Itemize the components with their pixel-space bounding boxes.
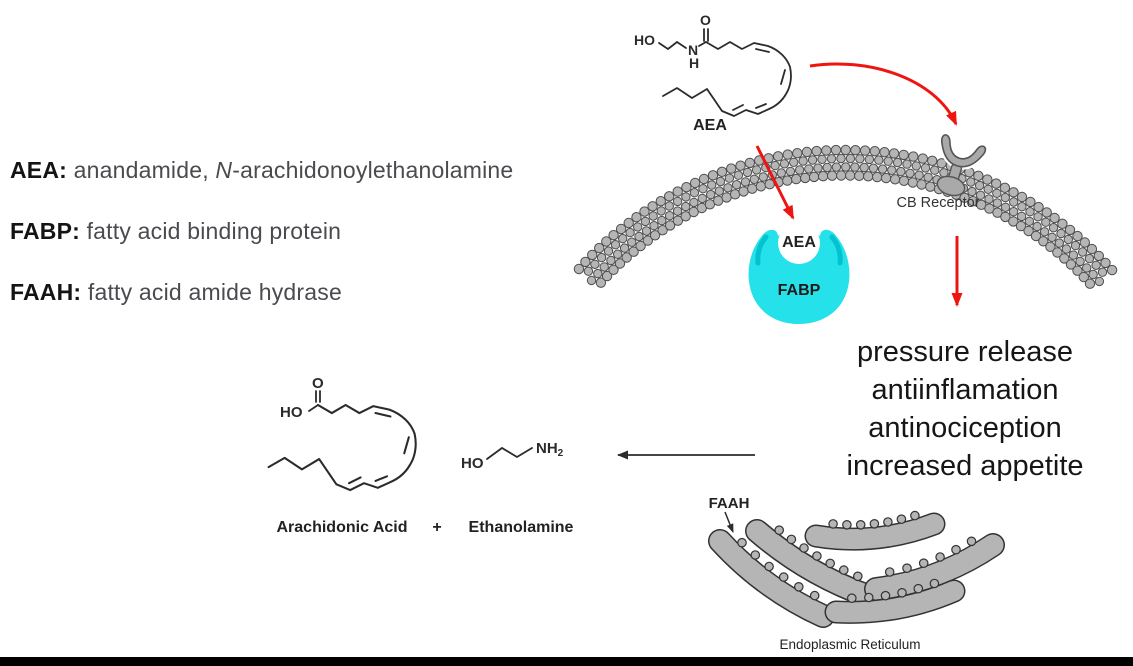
definition-fabp: FABP: fatty acid binding protein xyxy=(10,218,341,245)
arachidonic-acid-structure xyxy=(267,390,417,492)
aea-to-fabp-arrow xyxy=(755,145,795,220)
effect-item: antiinflamation xyxy=(871,374,1059,406)
ethanolamine-structure xyxy=(486,446,533,460)
fabp-binding-pocket xyxy=(778,222,820,264)
definition-aea-desc: anandamide, N-arachidonoylethanolamine xyxy=(73,157,514,183)
faah-pointer-arrow xyxy=(724,511,734,533)
definition-aea: AEA: anandamide, N-arachidonoylethanolam… xyxy=(10,157,513,184)
fabp-cargo-label: AEA xyxy=(782,234,816,251)
aea-h-label: H xyxy=(689,55,700,71)
aa-ho-label: HO xyxy=(280,404,303,421)
definition-faah-desc: fatty acid amide hydrase xyxy=(87,279,342,305)
aea-o-label: O xyxy=(700,12,711,28)
effect-item: pressure release xyxy=(857,336,1073,368)
definition-faah: FAAH: fatty acid amide hydrase xyxy=(10,279,342,306)
cb-receptor-shape xyxy=(936,131,989,197)
effects-list: pressure release antiinflamation antinoc… xyxy=(810,333,1120,485)
arachidonic-acid-label: Arachidonic Acid xyxy=(276,519,408,536)
aea-to-receptor-arrow xyxy=(809,62,958,126)
fabp-protein-label: FABP xyxy=(777,282,821,299)
cb-receptor-label: CB Receptor xyxy=(896,195,980,211)
faah-label: FAAH xyxy=(708,495,750,512)
eth-ho-label: HO xyxy=(461,455,484,472)
plus-sign: + xyxy=(432,519,442,536)
aea-ho-label: HO xyxy=(634,32,655,48)
definition-aea-term: AEA: xyxy=(10,157,68,183)
aa-o-label: O xyxy=(312,375,324,392)
aea-structure-label: AEA xyxy=(693,117,727,134)
eth-nh2-label: NH2 xyxy=(536,440,564,459)
bottom-black-bar xyxy=(0,657,1133,666)
definition-fabp-term: FABP: xyxy=(10,218,80,244)
fabp-blob xyxy=(748,222,850,324)
effect-item: increased appetite xyxy=(846,450,1084,482)
aea-structure xyxy=(658,28,792,117)
aea-n-label: N xyxy=(688,42,699,58)
er-caption: Endoplasmic Reticulum xyxy=(779,637,921,652)
definition-faah-term: FAAH: xyxy=(10,279,82,305)
cell-membrane-bilayer xyxy=(573,144,1118,289)
effect-item: antinociception xyxy=(868,412,1062,444)
ethanolamine-label: Ethanolamine xyxy=(468,519,574,536)
endoplasmic-reticulum-shapes xyxy=(708,510,1005,628)
definition-fabp-desc: fatty acid binding protein xyxy=(86,218,342,244)
